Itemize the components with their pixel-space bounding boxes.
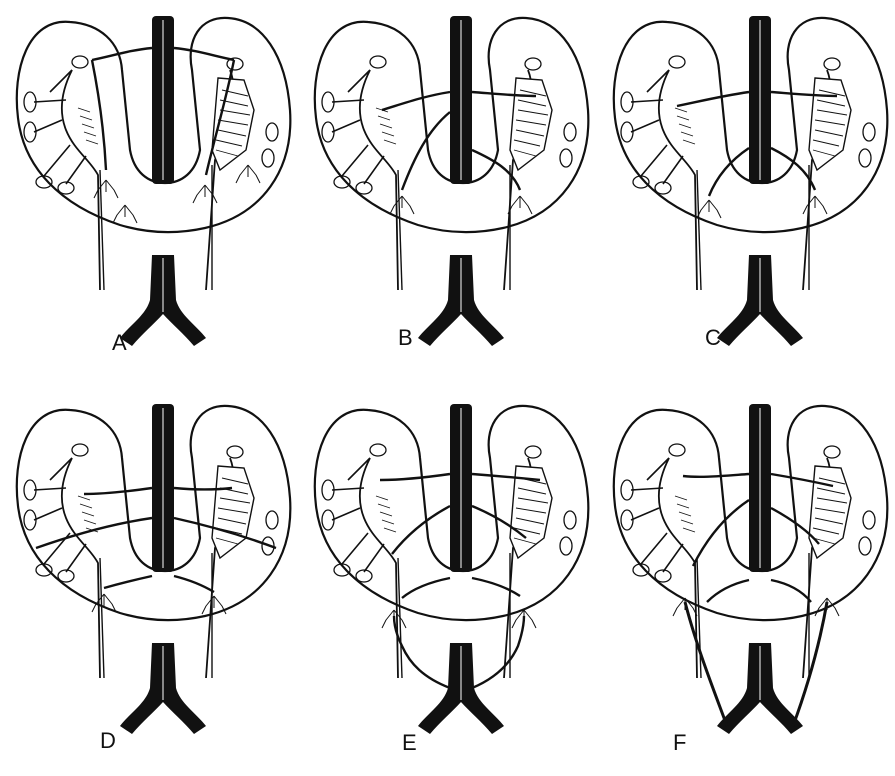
panel-label: A xyxy=(112,330,127,355)
panel-e: E xyxy=(298,388,596,776)
aortic-bifurcation xyxy=(418,643,504,734)
aortic-bifurcation xyxy=(418,255,504,346)
aorta xyxy=(450,404,472,572)
panel-label: C xyxy=(705,325,721,350)
aorta xyxy=(152,404,174,572)
aorta xyxy=(749,16,771,184)
aortic-bifurcation xyxy=(120,255,206,346)
panel-b: B xyxy=(298,0,596,388)
panel-label: D xyxy=(100,728,116,753)
panel-b-drawing: B xyxy=(298,0,596,388)
panel-a-drawing: A xyxy=(0,0,298,388)
aortic-bifurcation xyxy=(120,643,206,734)
panel-label: E xyxy=(402,730,417,755)
panel-f-drawing: F xyxy=(597,388,895,776)
panel-e-drawing: E xyxy=(298,388,596,776)
panel-label: B xyxy=(398,325,413,350)
aortic-bifurcation xyxy=(717,255,803,346)
panel-a: A xyxy=(0,0,298,388)
panel-c: C xyxy=(597,0,895,388)
panel-c-drawing: C xyxy=(597,0,895,388)
panel-d: D xyxy=(0,388,298,776)
aorta xyxy=(450,16,472,184)
aorta xyxy=(749,404,771,572)
panel-label: F xyxy=(673,730,686,755)
aorta xyxy=(152,16,174,184)
panel-f: F xyxy=(597,388,895,776)
aortic-bifurcation xyxy=(717,643,803,734)
panel-d-drawing: D xyxy=(0,388,298,776)
